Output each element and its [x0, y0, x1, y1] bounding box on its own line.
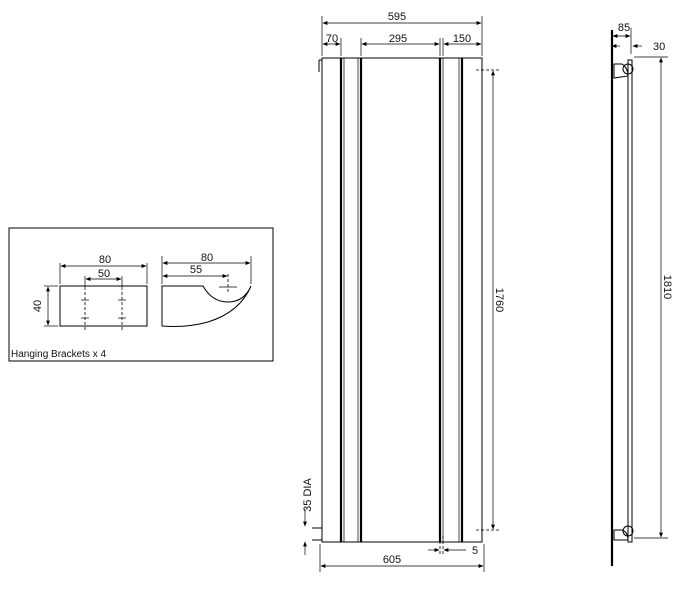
height-label: 1760	[493, 288, 505, 312]
bracket-detail: 80 50 40 80 55 Hanging Brackets x 4	[8, 227, 274, 362]
wall-gap-label: 30	[653, 41, 665, 53]
bracket-side-width-label: 80	[201, 252, 213, 264]
side-top-bracket	[613, 63, 629, 79]
bracket-hook-offset-label: 55	[190, 264, 202, 276]
pipe-diameter-label: 35 DIA	[302, 478, 314, 512]
radiator-front-outline	[321, 57, 483, 543]
side-bottom-bracket	[613, 529, 629, 541]
bracket-hole-spacing-label: 50	[98, 268, 110, 280]
right-margin-label: 150	[453, 33, 471, 45]
side-height-label: 1810	[661, 275, 673, 299]
left-margin-label: 70	[326, 33, 338, 45]
top-width-label: 595	[388, 11, 406, 23]
bracket-caption: Hanging Brackets x 4	[11, 349, 106, 360]
pipe-offset-label: 5	[472, 545, 478, 557]
bracket-detail-frame	[8, 227, 274, 362]
bottom-width-label: 605	[383, 554, 401, 566]
side-bottom-pipe	[622, 525, 634, 537]
bracket-front-width-label: 80	[99, 254, 111, 266]
depth-label: 85	[618, 22, 630, 34]
bracket-side-view	[161, 285, 252, 327]
bracket-height-label: 40	[32, 300, 44, 312]
radiator-side-body	[627, 59, 633, 543]
bracket-front-view	[59, 285, 148, 327]
side-top-pipe	[622, 63, 634, 75]
radiator-front-view: 595 70 295 150 1760 605 5	[302, 11, 505, 572]
radiator-side-view: 85 30 1810	[610, 22, 673, 566]
center-panel-label: 295	[389, 33, 407, 45]
